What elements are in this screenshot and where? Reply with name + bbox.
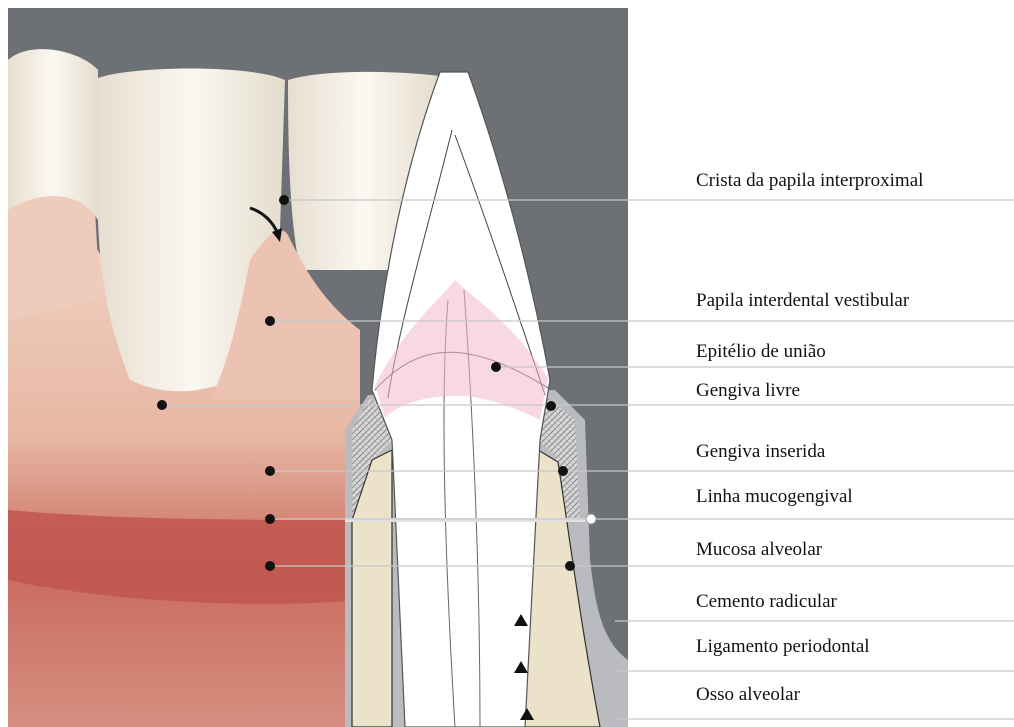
label-gengiva-livre: Gengiva livre (696, 380, 800, 402)
label-epitelio-uniao: Epitélio de união (696, 341, 826, 363)
marker-dot-white (586, 514, 596, 524)
label-papila-interdental: Papila interdental vestibular (696, 290, 909, 312)
label-linha-mucogengival: Linha mucogengival (696, 486, 853, 508)
label-osso-alveolar: Osso alveolar (696, 684, 800, 706)
label-gengiva-inserida: Gengiva inserida (696, 441, 825, 463)
label-cemento-radicular: Cemento radicular (696, 591, 837, 613)
label-crista-papila: Crista da papila interproximal (696, 170, 923, 192)
left-tooth (8, 49, 98, 220)
label-ligamento-periodontal: Ligamento periodontal (696, 636, 870, 658)
label-mucosa-alveolar: Mucosa alveolar (696, 539, 822, 561)
